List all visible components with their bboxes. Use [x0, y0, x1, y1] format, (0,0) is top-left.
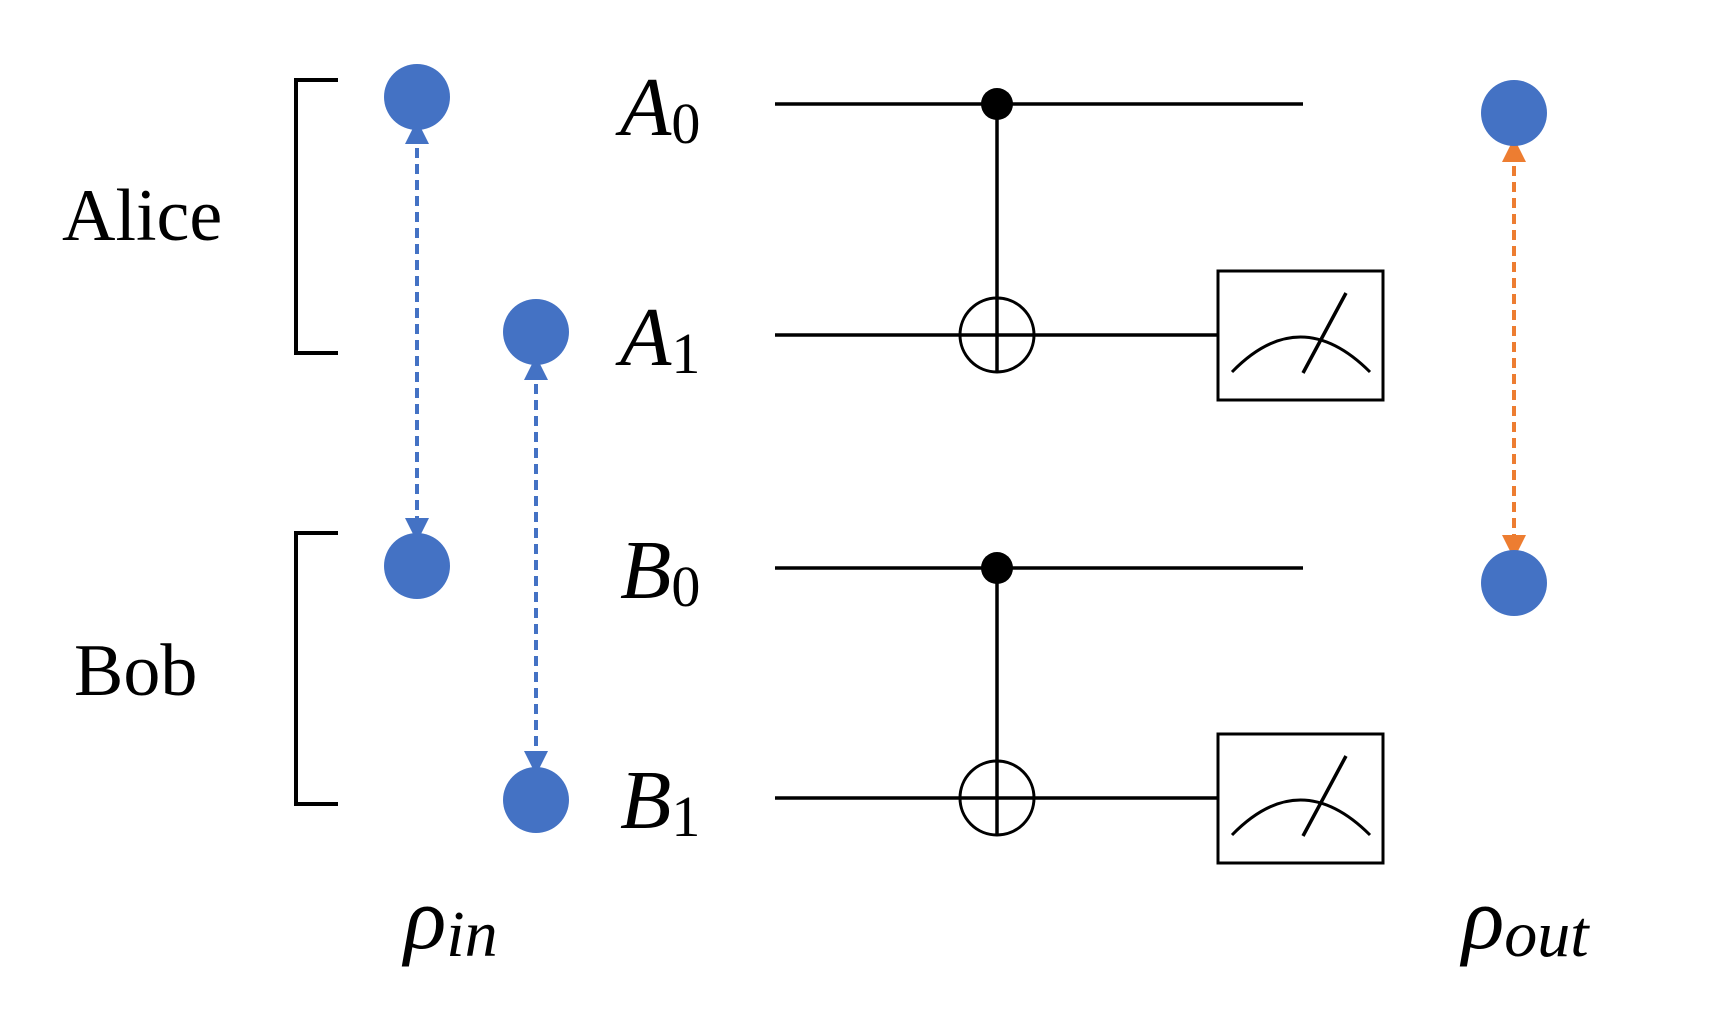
output-state-label: ρout [1459, 871, 1590, 971]
input-state-label: ρin [401, 871, 498, 971]
input-qubit-alice-1 [503, 299, 569, 365]
input-qubit-alice-0 [384, 64, 450, 130]
control-dot-icon [981, 552, 1013, 584]
qubit-label-a1: A1 [615, 291, 700, 386]
control-dot-icon [981, 88, 1013, 120]
bob-label: Bob [74, 630, 197, 712]
output-qubit-alice [1481, 80, 1547, 146]
measurement-meter-icon [1216, 732, 1385, 865]
input-qubit-bob-1 [503, 767, 569, 833]
qubit-label-b0: B0 [620, 524, 700, 619]
output-qubit-bob [1481, 550, 1547, 616]
measurement-meter-icon [1216, 269, 1385, 402]
qubit-label-a0: A0 [615, 61, 700, 156]
qubit-label-b1: B1 [620, 754, 700, 849]
input-qubit-bob-0 [384, 533, 450, 599]
alice-label: Alice [62, 175, 222, 257]
alice-bracket [294, 78, 338, 355]
cnot-gate-a [958, 88, 1036, 374]
cnot-gate-b [958, 552, 1036, 837]
bob-bracket [294, 531, 338, 806]
